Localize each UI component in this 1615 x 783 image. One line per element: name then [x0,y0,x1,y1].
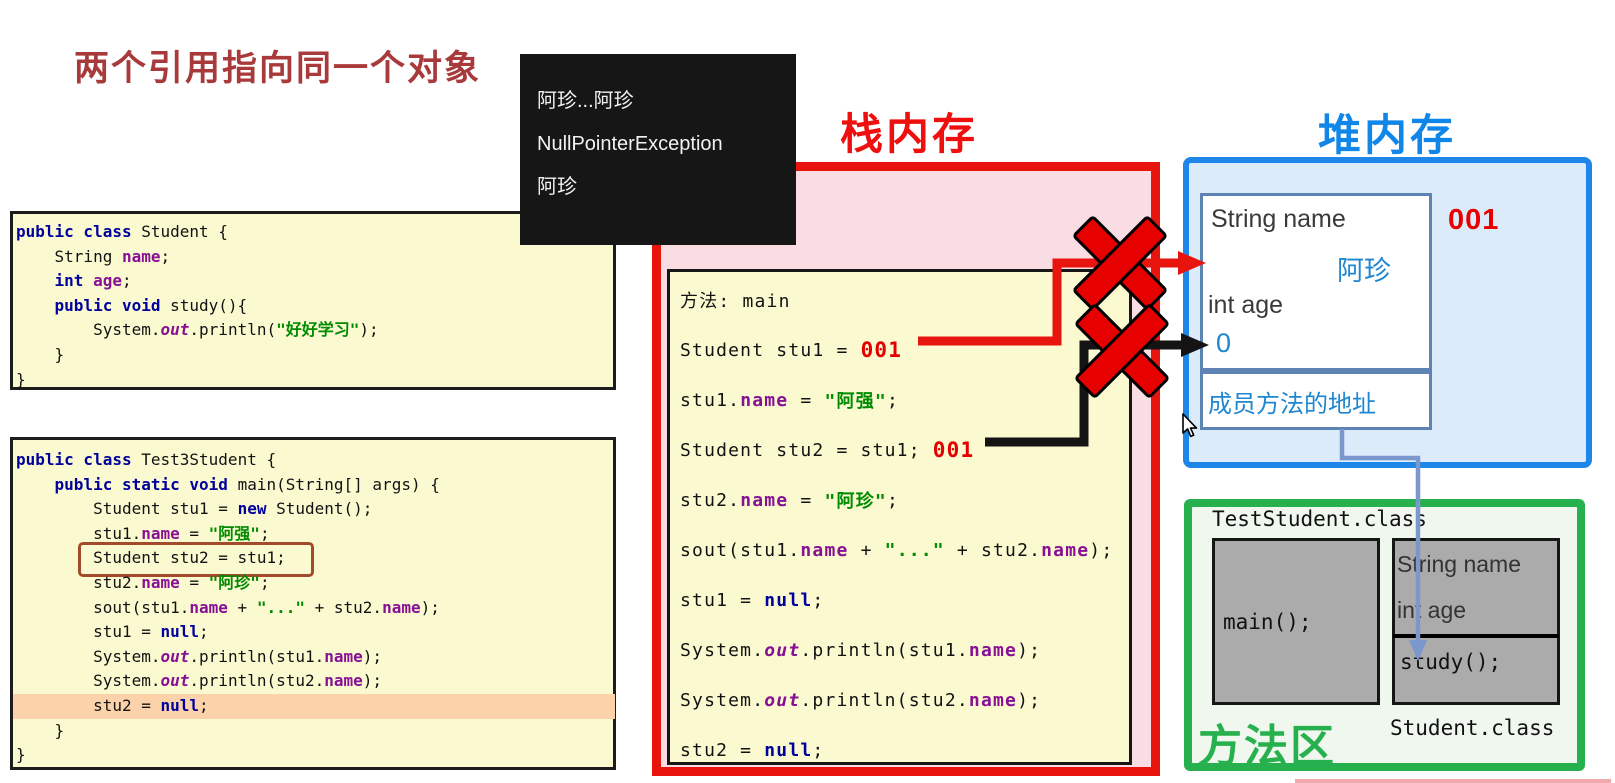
student-object-box [1200,193,1432,371]
code-line: Student stu2 = stu1; [16,542,613,577]
code-line: System.out.println(stu2.name); [16,671,383,691]
testclass-label: TestStudent.class [1212,507,1427,531]
code-line: stu2.name = "阿珍"; [680,489,899,513]
class-box-divider [1393,634,1559,638]
code-line: stu1.name = "阿强"; [680,389,899,413]
code-line: public void study(){ [54,295,248,315]
console-line: NullPointerException [537,133,723,155]
member-method-address-box [1200,371,1432,430]
object-field-age-value: 0 [1216,328,1232,358]
code-line: stu1 = null; [16,622,209,642]
code-line: System.out.println(stu1.name); [680,639,1042,661]
console-line: 阿珍...阿珍 [537,90,634,112]
class-field-age-label: int age [1397,597,1467,623]
code-line: sout(stu1.name + "..." + stu2.name); [16,597,440,617]
code-line: System.out.println(stu1.name); [16,646,383,666]
page-title: 两个引用指向同一个对象 [74,49,482,88]
code-line: stu1 = null; [680,589,825,611]
object-field-name-value: 阿珍 [1337,256,1391,286]
code-line: } [16,720,65,740]
object-address-badge: 001 [1448,204,1500,236]
code-line: sout(stu1.name + "..." + stu2.name); [680,539,1114,561]
main-method-box: main(); [1212,538,1380,705]
class-field-name-label: String name [1397,551,1522,577]
main-method-label: main(); [1223,609,1312,634]
studentclass-label: Student.class [1390,716,1555,740]
console-output-panel: 阿珍...阿珍 NullPointerException 阿珍 [520,54,796,245]
code-line: public static void main(String[] args) { [54,474,440,494]
console-line: 阿珍 [537,176,577,198]
method-area-title: 方法区 [1198,722,1336,771]
object-field-age-decl: int age [1208,291,1284,319]
heap-memory-title: 堆内存 [1318,112,1456,160]
code-line: public class Test3Student { [16,450,277,469]
bottom-edge-strip [1295,779,1611,783]
code-line: 方法: main [680,291,791,312]
object-field-name-decl: String name [1211,205,1346,233]
code-line: System.out.println("好好学习"); [16,320,379,340]
code-line: public class Student { [16,222,228,241]
code-line: stu1.name = "阿强"; [16,523,270,543]
study-method-label: study(); [1400,650,1502,674]
code-line: Student stu1 = new Student(); [16,499,373,519]
code-line: } [16,745,26,765]
member-method-address-label: 成员方法的地址 [1208,391,1376,418]
code-line: int age; [54,271,132,291]
code-line: } [16,369,26,389]
code-line: stu2 = null; [13,693,615,719]
code-line: Student stu2 = stu1; 001 [680,438,975,462]
code-line: } [16,344,65,364]
code-line: System.out.println(stu2.name); [680,689,1042,711]
code-line: String name; [16,246,171,266]
code-line: stu2.name = "阿珍"; [16,572,270,592]
code-line: stu2 = null; [680,739,825,761]
code-block-student-class: public class Student { String name; int … [10,211,616,390]
code-line: Student stu1 = 001 [680,338,903,362]
code-block-test3student-class: public class Test3Student { public stati… [10,437,616,770]
stack-memory-title: 栈内存 [840,111,978,159]
